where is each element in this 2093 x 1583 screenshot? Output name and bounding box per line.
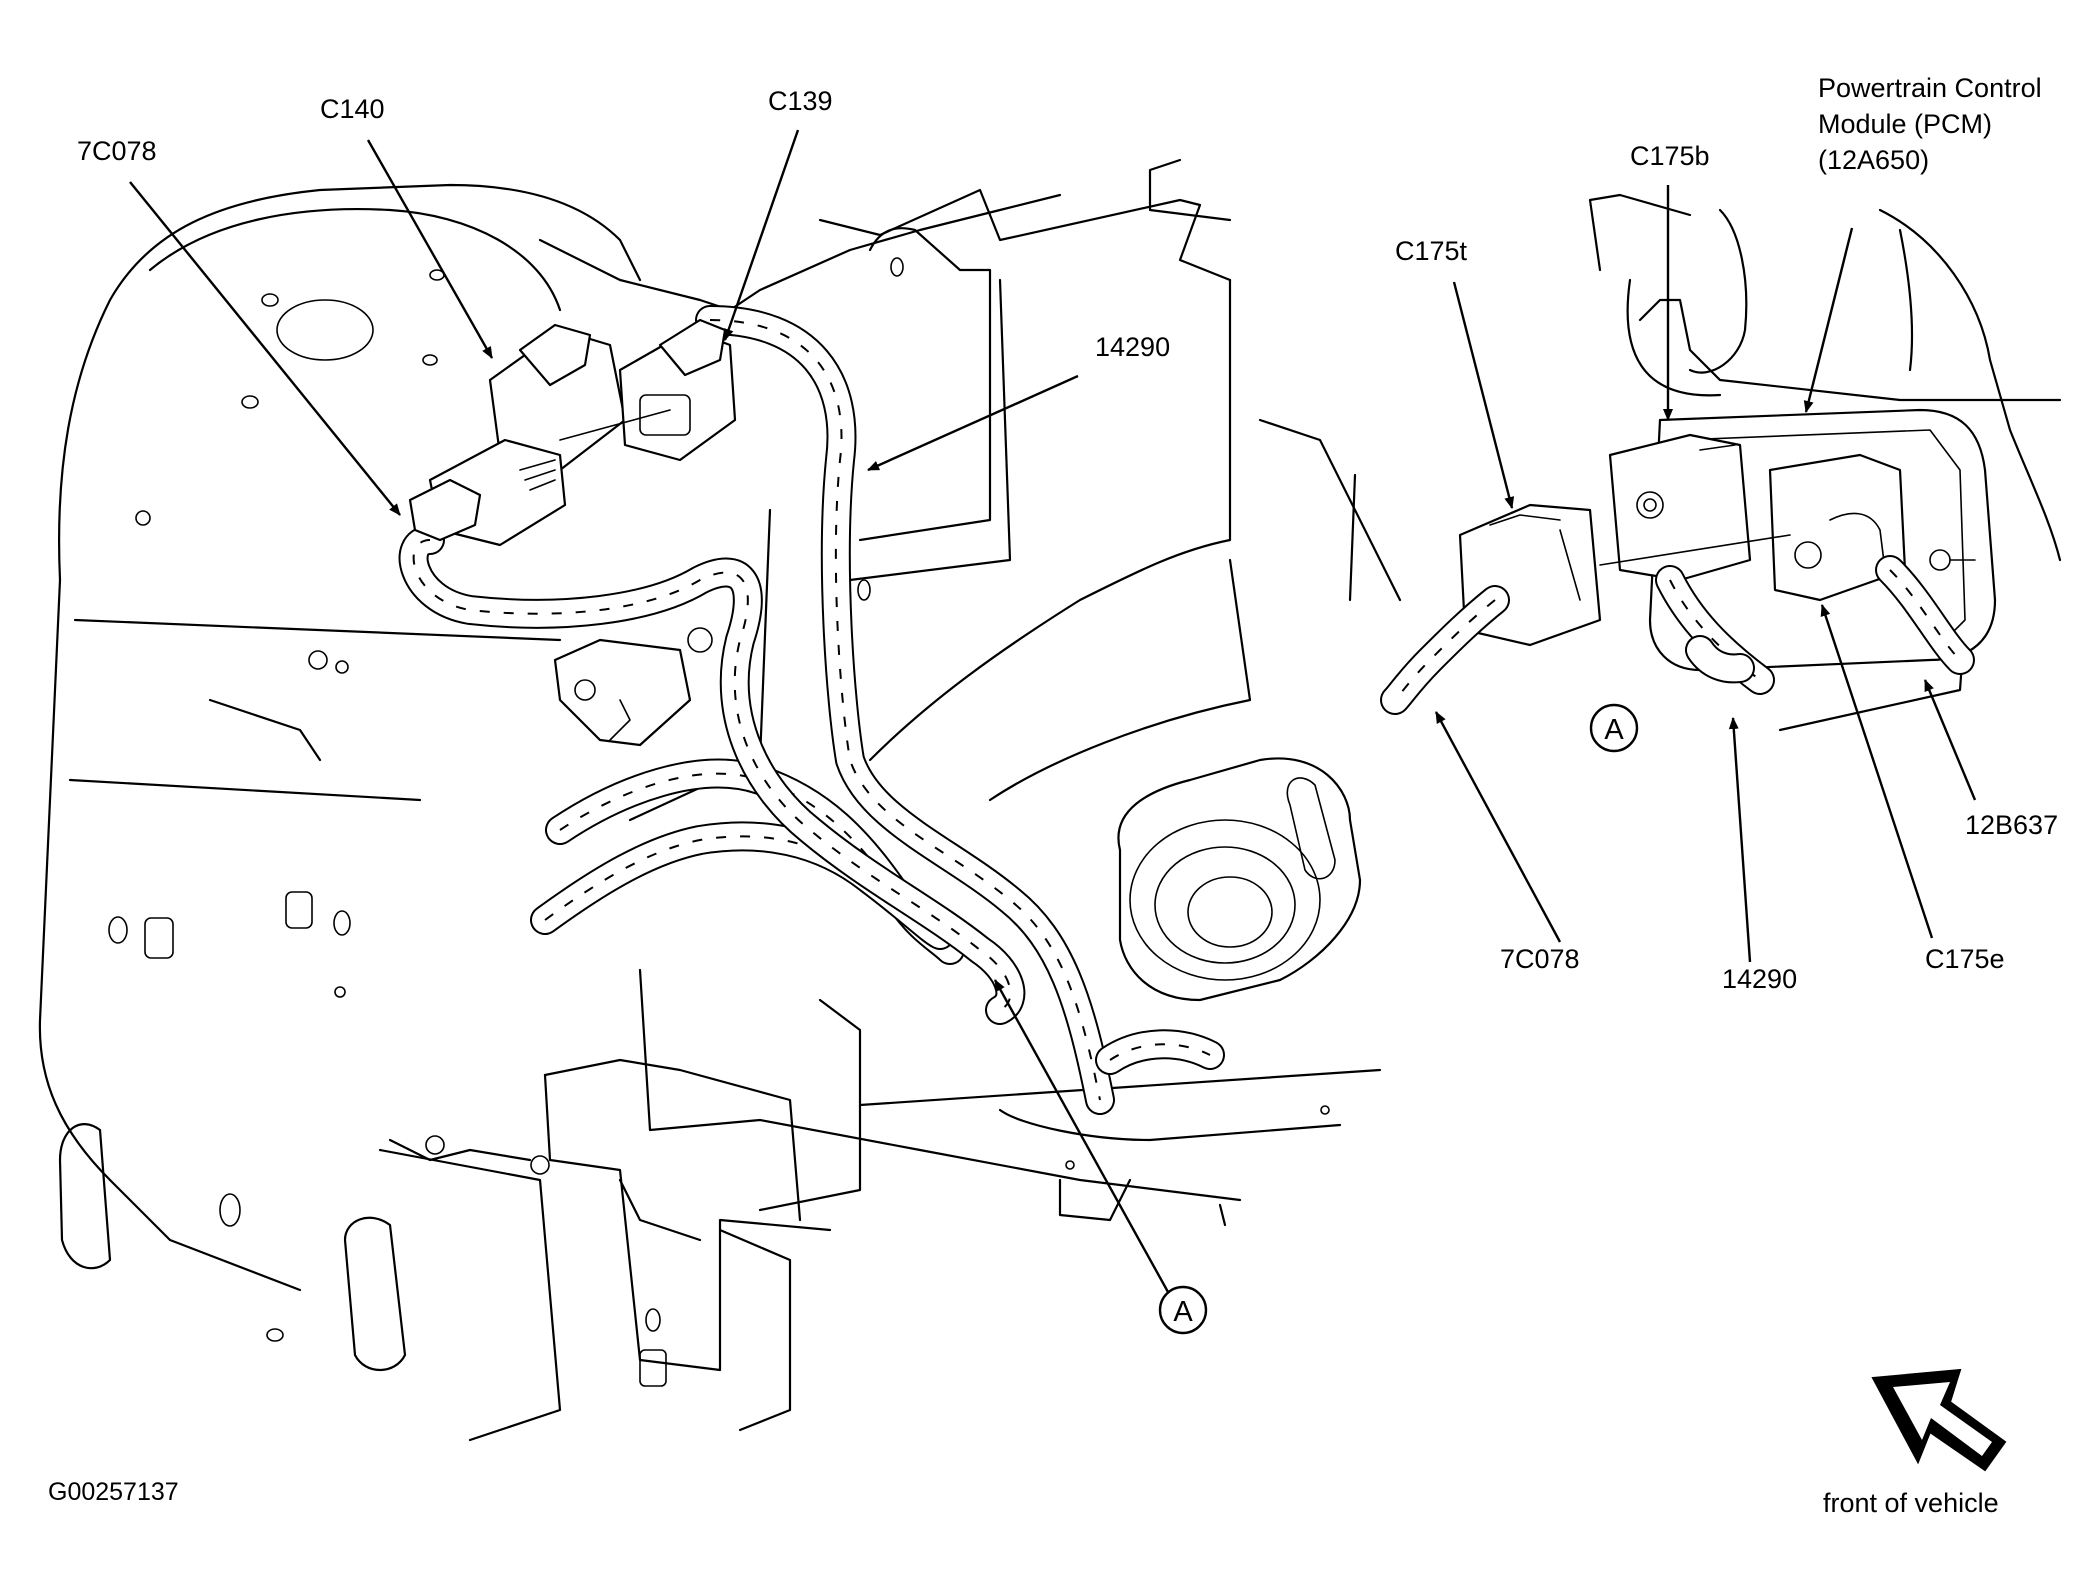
connector-group-left — [408, 318, 737, 547]
callout-c175e: C175e — [1925, 944, 2005, 974]
callouts: 7C078 C140 C139 14290 C175t C175b Powert… — [77, 73, 2058, 994]
detail-marker-a-right: A — [1589, 703, 1639, 753]
detail-marker-a-left: A — [993, 979, 1208, 1335]
callout-c175b: C175b — [1630, 141, 1710, 171]
engine-compartment-view: A — [38, 158, 1402, 1442]
wiring-harness-14290 — [398, 305, 1225, 1115]
callout-pcm-line3: (12A650) — [1818, 145, 1929, 175]
callout-7c078-left: 7C078 — [77, 136, 157, 166]
detail-marker-a-right-label: A — [1604, 714, 1624, 746]
callout-14290-left: 14290 — [1095, 332, 1170, 362]
callout-12b637: 12B637 — [1965, 810, 2058, 840]
figure-id: G00257137 — [48, 1478, 179, 1506]
front-of-vehicle-label: front of vehicle — [1823, 1488, 1999, 1518]
front-of-vehicle-indicator: front of vehicle — [1823, 1368, 2007, 1518]
callout-pcm-line2: Module (PCM) — [1818, 109, 1992, 139]
callout-7c078-right: 7C078 — [1500, 944, 1580, 974]
callout-c139: C139 — [768, 86, 833, 116]
detail-marker-a-left-label: A — [1173, 1296, 1193, 1328]
callout-c140: C140 — [320, 94, 385, 124]
callout-pcm-line1: Powertrain Control — [1818, 73, 2042, 103]
pcm-detail-view: A — [1380, 193, 2062, 753]
callout-c175t: C175t — [1395, 236, 1468, 266]
callout-14290-right: 14290 — [1722, 964, 1797, 994]
